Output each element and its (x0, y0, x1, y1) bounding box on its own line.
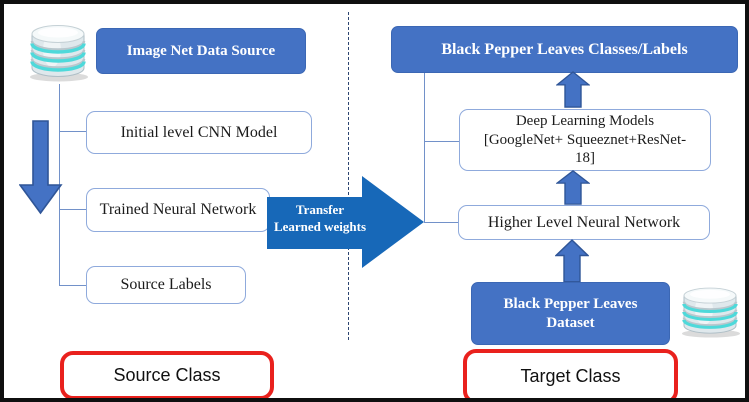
source-labels-label: Source Labels (120, 276, 212, 293)
database-icon (682, 287, 740, 338)
trained-neural-network-box: Trained Neural Network (86, 188, 270, 232)
imagenet-datasource-box: Image Net Data Source (96, 28, 306, 74)
pepper-dataset-line-1: Black Pepper Leaves (503, 295, 638, 312)
deep-learning-models-box: Deep Learning Models [GoogleNet+ Squeezn… (459, 109, 711, 171)
pepper-dataset-line-2: Dataset (546, 314, 595, 331)
transfer-line-2: Learned weights (273, 219, 367, 234)
transfer-arrow (267, 176, 424, 268)
dlm-line-1: Deep Learning Models (515, 112, 655, 129)
initial-cnn-model-label: Initial level CNN Model (120, 123, 278, 141)
imagenet-datasource-label: Image Net Data Source (126, 42, 276, 59)
target-class-box: Target Class (463, 349, 678, 398)
source-class-label: Source Class (113, 365, 221, 385)
connector-line (424, 141, 459, 142)
source-labels-box: Source Labels (86, 266, 246, 304)
connector-line (59, 285, 86, 286)
transfer-line-1: Transfer (295, 202, 345, 218)
transfer-arrow-text: Transfer Learned weights (266, 192, 374, 246)
source-class-box: Source Class (60, 351, 274, 398)
database-icon (30, 25, 88, 82)
connector-line (59, 209, 86, 210)
down-arrow-icon (19, 120, 63, 215)
higher-level-network-box: Higher Level Neural Network (458, 205, 710, 240)
higher-level-network-label: Higher Level Neural Network (487, 213, 681, 231)
connector-line (59, 131, 86, 132)
target-class-label: Target Class (520, 366, 621, 386)
up-arrow-icon (555, 239, 589, 283)
section-divider-line (348, 12, 349, 340)
up-arrow-icon (556, 71, 590, 108)
connector-line (424, 71, 425, 222)
dlm-line-2: [GoogleNet+ Squeeznet+ResNet- (483, 131, 687, 148)
pepper-classes-box: Black Pepper Leaves Classes/Labels (391, 26, 738, 73)
pepper-classes-label: Black Pepper Leaves Classes/Labels (441, 40, 688, 58)
up-arrow-icon (556, 170, 590, 205)
trained-neural-network-label: Trained Neural Network (99, 201, 257, 218)
pepper-dataset-box: Black Pepper Leaves Dataset (471, 282, 670, 345)
initial-cnn-model-box: Initial level CNN Model (86, 111, 312, 154)
dlm-line-3: 18] (575, 150, 595, 167)
connector-line (424, 222, 458, 223)
